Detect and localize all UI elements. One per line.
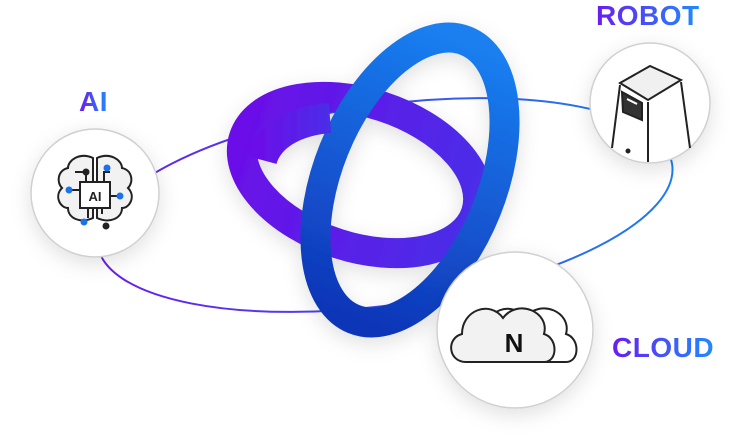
robot-node	[589, 42, 711, 164]
cloud-label: CLOUD	[612, 332, 715, 363]
cloud-logo-text: N	[505, 328, 524, 358]
cloud-icon	[450, 307, 578, 363]
knot-logo	[226, 22, 520, 338]
robot-icon	[611, 64, 691, 162]
robot-label: ROBOT	[596, 0, 700, 31]
cloud-node: N	[436, 251, 594, 409]
ai-node: AI	[30, 128, 160, 258]
ai-label: AI	[79, 86, 108, 117]
chip-text: AI	[89, 189, 102, 204]
